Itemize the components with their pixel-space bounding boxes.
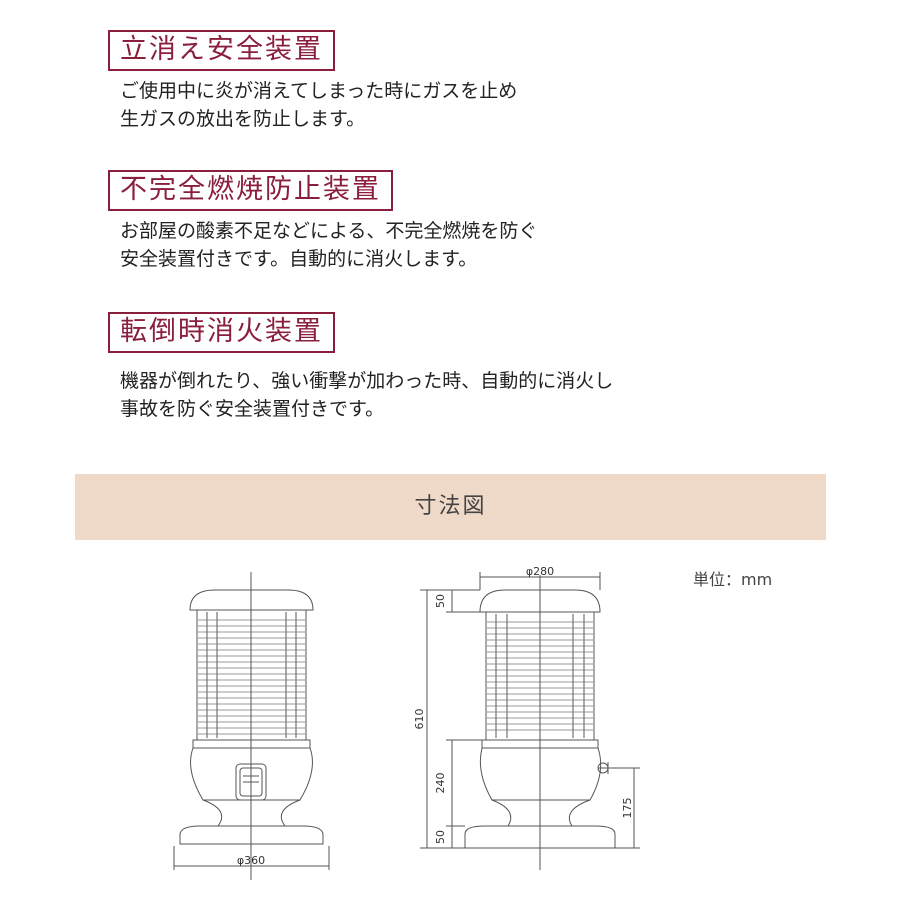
total-height-label: 610 bbox=[413, 709, 426, 730]
feature-line: 事故を防ぐ安全装置付きです。 bbox=[120, 398, 385, 420]
feature-incomplete-combustion: 不完全燃焼防止装置 お部屋の酸素不足などによる、不完全燃焼を防ぐ 安全装置付きで… bbox=[108, 170, 537, 273]
feature-description: 機器が倒れたり、強い衝撃が加わった時、自動的に消火し 事故を防ぐ安全装置付きです… bbox=[120, 367, 613, 423]
feature-title: 立消え安全装置 bbox=[108, 30, 335, 71]
base-diameter-label: φ360 bbox=[237, 854, 265, 867]
heater-side-view bbox=[420, 572, 640, 870]
heater-front-view bbox=[173, 572, 330, 880]
feature-title: 不完全燃焼防止装置 bbox=[108, 170, 393, 211]
feature-line: お部屋の酸素不足などによる、不完全燃焼を防ぐ bbox=[120, 220, 538, 242]
dimensions-header-band: 寸法図 bbox=[75, 474, 826, 540]
feature-title: 転倒時消火装置 bbox=[108, 312, 335, 353]
feature-flame-failure: 立消え安全装置 ご使用中に炎が消えてしまった時にガスを止め 生ガスの放出を防止し… bbox=[108, 30, 517, 133]
feature-line: 機器が倒れたり、強い衝撃が加わった時、自動的に消火し bbox=[120, 370, 614, 392]
base-height-label: 50 bbox=[434, 830, 447, 844]
body-height-label: 240 bbox=[434, 773, 447, 794]
feature-line: ご使用中に炎が消えてしまった時にガスを止め bbox=[120, 80, 518, 102]
top-diameter-label: φ280 bbox=[526, 565, 554, 578]
dimensions-title: 寸法図 bbox=[414, 494, 487, 519]
feature-line: 安全装置付きです。自動的に消火します。 bbox=[120, 248, 478, 270]
feature-line: 生ガスの放出を防止します。 bbox=[120, 108, 366, 130]
feature-tip-over: 転倒時消火装置 機器が倒れたり、強い衝撃が加わった時、自動的に消火し 事故を防ぐ… bbox=[108, 312, 613, 423]
knob-height-label: 175 bbox=[621, 798, 634, 819]
top-cap-height-label: 50 bbox=[434, 594, 447, 608]
feature-description: お部屋の酸素不足などによる、不完全燃焼を防ぐ 安全装置付きです。自動的に消火しま… bbox=[120, 217, 537, 273]
feature-description: ご使用中に炎が消えてしまった時にガスを止め 生ガスの放出を防止します。 bbox=[120, 77, 517, 133]
unit-label: 単位：mm bbox=[693, 570, 773, 589]
